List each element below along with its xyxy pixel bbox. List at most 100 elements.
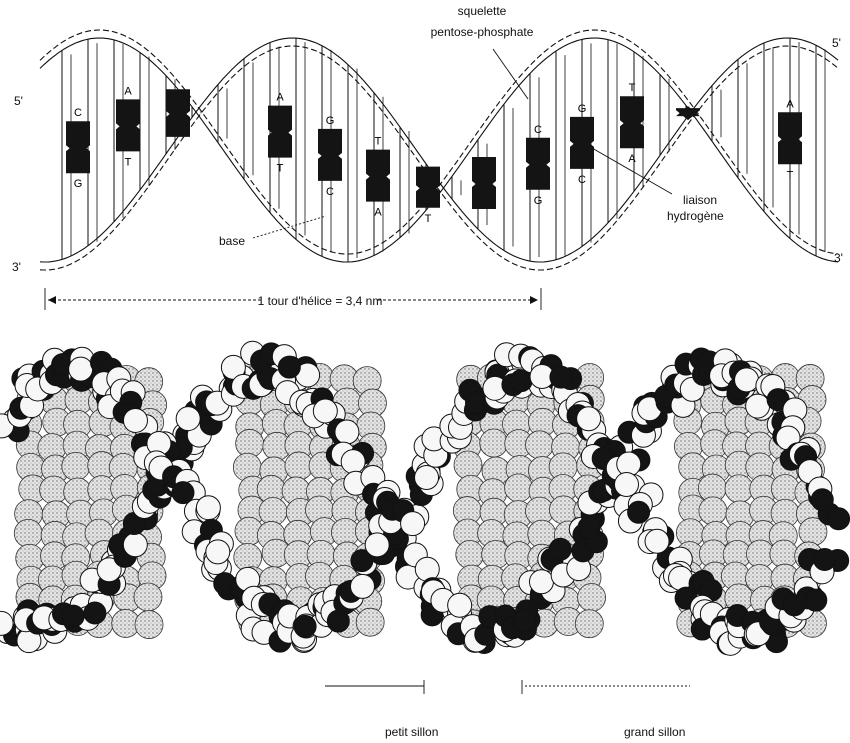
backbone-atom-dark xyxy=(814,548,836,570)
base-atom xyxy=(356,608,384,636)
base-atom xyxy=(699,497,727,525)
backbone-atom-light xyxy=(615,473,639,497)
strand-two-edge-a xyxy=(40,38,838,262)
base-letter-top: T xyxy=(629,82,636,94)
base-leader-line xyxy=(253,216,326,238)
base-atom xyxy=(505,474,533,502)
base-letter-top: A xyxy=(786,98,794,110)
backbone-atom-dark xyxy=(513,610,535,632)
backbone-atom-dark xyxy=(549,538,571,560)
base-letter-bottom: A xyxy=(628,153,636,165)
base-pair xyxy=(166,89,190,137)
hydrogen-bond-label-line2: hydrogène xyxy=(667,209,724,223)
sugar-phosphate-strands xyxy=(40,30,838,270)
backbone-atom-light xyxy=(123,408,147,432)
three-prime-bottom-left-label: 3' xyxy=(12,260,21,274)
backbone-atom-dark xyxy=(84,602,106,624)
base-letter-top: G xyxy=(578,103,587,115)
base-atom xyxy=(725,475,753,503)
helix-turn-label: 1 tour d'hélice = 3,4 nm xyxy=(258,294,383,308)
base-letter-bottom: A xyxy=(374,207,382,219)
minor-groove-annotation: petit sillon xyxy=(325,680,438,739)
backbone-atom-dark xyxy=(811,489,833,511)
helix-turn-arrowhead-left xyxy=(48,296,56,304)
base-letter-bottom: G xyxy=(534,195,543,207)
space-filling-model xyxy=(0,341,850,655)
base-letter-top: T xyxy=(375,136,382,148)
base-letter-bottom: T xyxy=(425,213,432,225)
backbone-atom-dark xyxy=(828,508,850,530)
backbone-label-line1: squelette xyxy=(458,4,507,18)
base-pair xyxy=(472,157,496,209)
backbone-atom-dark xyxy=(805,589,827,611)
backbone-label-line2: pentose-phosphate xyxy=(431,25,534,39)
backbone-atom-light xyxy=(123,533,147,557)
base-letter-top: A xyxy=(124,85,132,97)
base-letter-bottom: C xyxy=(578,174,586,186)
five-prime-top-right-label: 5' xyxy=(832,36,841,50)
backbone-atom-light xyxy=(577,407,601,431)
base-letter-bottom: G xyxy=(74,178,83,190)
base-atom xyxy=(456,541,484,569)
backbone-atom-light xyxy=(735,368,759,392)
backbone-atom-light xyxy=(350,574,374,598)
backbone-atom-light xyxy=(341,450,365,474)
base-annotation: base xyxy=(219,216,326,248)
backbone-atom-light xyxy=(335,420,359,444)
base-letter-bottom: T xyxy=(125,156,132,168)
base-letter-bottom: T xyxy=(787,169,794,181)
base-pair: T xyxy=(416,167,440,225)
backbone-atom-light xyxy=(448,593,472,617)
base-letter-bottom: T xyxy=(277,163,284,175)
base-pair: CG xyxy=(66,107,90,190)
backbone-annotation: squelette pentose-phosphate xyxy=(431,4,534,99)
base-atom xyxy=(575,610,603,638)
major-groove-label: grand sillon xyxy=(624,725,685,739)
backbone-atom-light xyxy=(645,529,669,553)
backbone-atom-dark xyxy=(62,605,84,627)
backbone-atom-dark xyxy=(294,615,316,637)
backbone-atom-light xyxy=(415,465,439,489)
base-letter-bottom: C xyxy=(326,186,334,198)
base-pair: AT xyxy=(116,85,140,168)
backbone-atom-light xyxy=(669,566,693,590)
base-pair: TA xyxy=(366,136,390,219)
base-atom xyxy=(134,583,162,611)
base-atom xyxy=(526,431,554,459)
backbone-atom-dark xyxy=(628,501,650,523)
minor-groove-label: petit sillon xyxy=(385,725,438,739)
base-atom xyxy=(62,452,90,480)
base-letter-top: A xyxy=(276,92,284,104)
three-prime-bottom-right-label: 3' xyxy=(834,251,843,265)
backbone-atom-dark xyxy=(550,366,572,388)
backbone-atom-light xyxy=(401,512,425,536)
base-letter-top: G xyxy=(326,115,335,127)
hydrogen-bond-annotation: liaison hydrogène xyxy=(592,148,724,223)
base-atom xyxy=(454,451,482,479)
strand-one-edge-b xyxy=(40,46,838,270)
base-atom xyxy=(480,429,508,457)
backbone-atom-light xyxy=(365,533,389,557)
base-atom xyxy=(578,584,606,612)
backbone-atom-light xyxy=(529,570,553,594)
backbone-atom-light xyxy=(176,407,200,431)
backbone-atom-light xyxy=(746,394,770,418)
helix-schematic: CGATATGCTATCGGCTAAT xyxy=(40,30,838,270)
helix-turn-dimension: 1 tour d'hélice = 3,4 nm xyxy=(45,288,541,310)
base-atom xyxy=(14,519,42,547)
backbone-atom-light xyxy=(69,357,93,381)
base-label: base xyxy=(219,234,245,248)
base-pair-rungs xyxy=(62,38,825,262)
helix-turn-arrowhead-right xyxy=(530,296,538,304)
base-letter-top: C xyxy=(74,107,82,119)
backbone-atom-dark xyxy=(578,517,600,539)
base-pair: AT xyxy=(268,92,292,175)
base-pair: TA xyxy=(620,82,644,165)
five-prime-top-left-label: 5' xyxy=(14,94,23,108)
major-groove-annotation: grand sillon xyxy=(522,680,690,739)
backbone-atom-light xyxy=(196,496,220,520)
backbone-atom-light xyxy=(206,540,230,564)
backbone-atom-dark xyxy=(278,356,300,378)
base-letter-top: C xyxy=(534,124,542,136)
